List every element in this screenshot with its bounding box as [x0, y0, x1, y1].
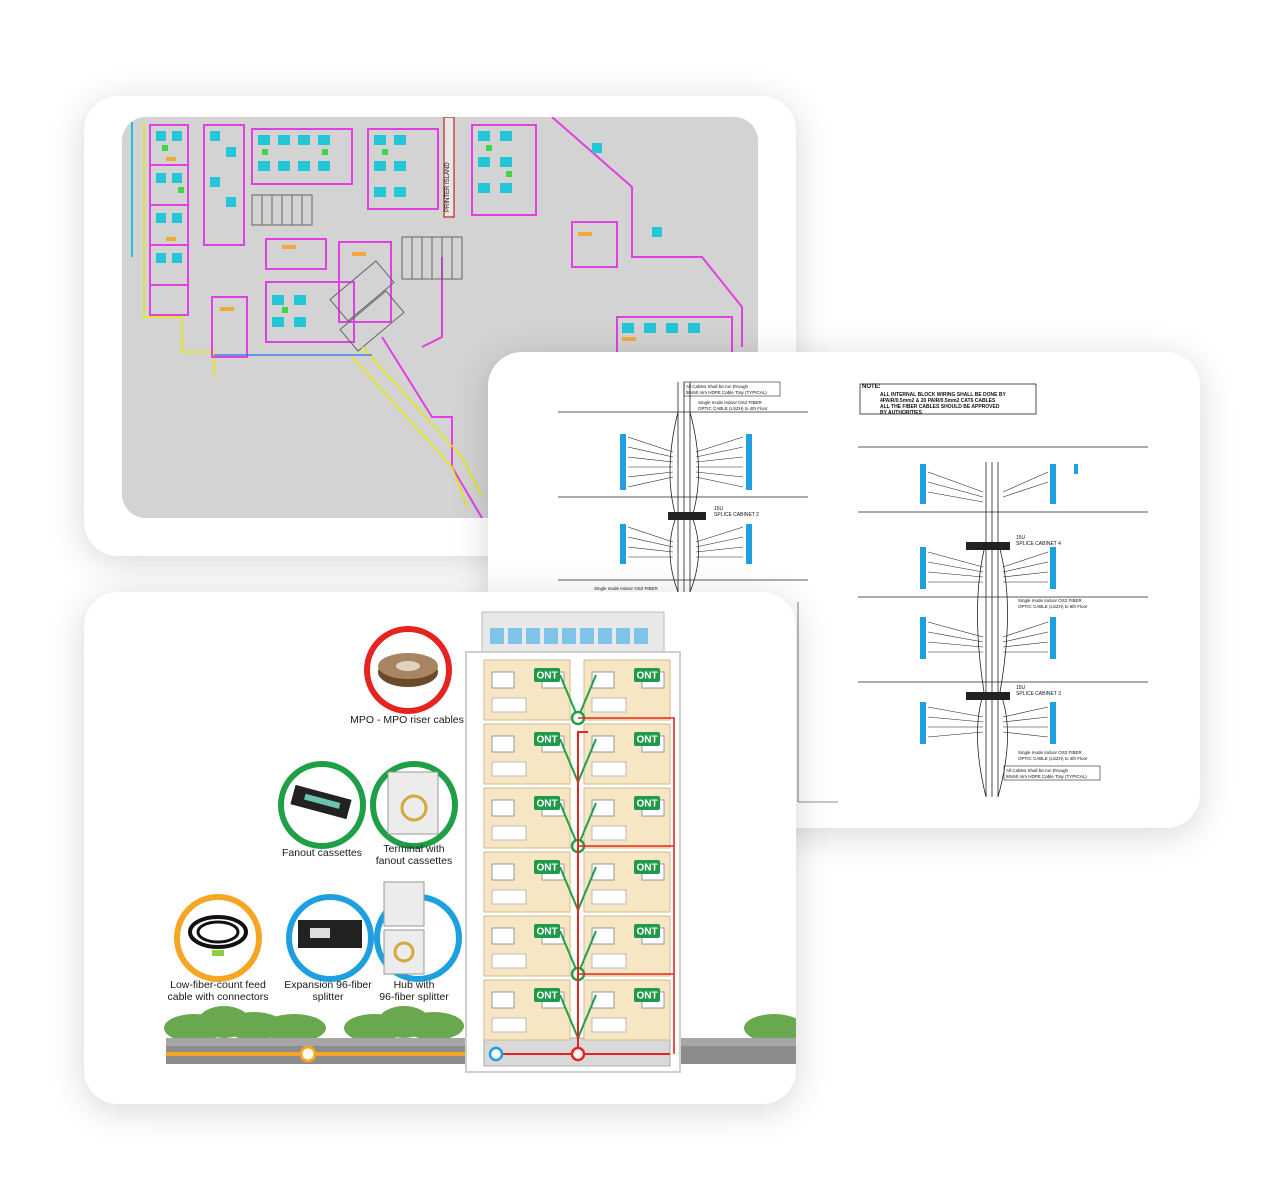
tv-icon [591, 927, 615, 945]
sofa-icon [591, 761, 627, 777]
tv-icon [491, 863, 515, 881]
fiber-label-mid: Single mode Indoor OS2 FIBER [594, 586, 659, 591]
cable-note-bottom: All Cables Shall be run through [1006, 768, 1069, 773]
sofa-icon [591, 825, 627, 841]
fiber-label-top: Single mode Indoor OS2 FIBER [698, 400, 763, 405]
mpo-riser-cable-icon [364, 626, 452, 714]
terminal-icon [370, 761, 458, 849]
ont-label: ONT [536, 863, 557, 874]
ont-badge [534, 732, 560, 746]
hub-splitter-icon [374, 881, 462, 982]
floorplan-card: PRINTER ISLAND [84, 96, 796, 556]
fiber-label-r1b: OPTIC CABLE (LSZH) to 6th Floor [1018, 604, 1088, 609]
ont-badge [534, 796, 560, 810]
expansion-splitter-icon [286, 894, 374, 982]
terminal-label-2: fanout cassettes [376, 855, 452, 867]
floors-group: ONT ONT ONT ONT ONT ONT ONT ONT ONT ONT ONT ONT [483, 659, 671, 1041]
splice-cabinet-4-box [966, 542, 1010, 550]
ont-badge [534, 988, 560, 1002]
tv-icon [491, 735, 515, 753]
ont-label: ONT [536, 735, 557, 746]
ont-badge [634, 860, 660, 874]
fiber-label-r2: Single mode Indoor OS2 FIBER [1018, 750, 1083, 755]
tv-icon [491, 799, 515, 817]
ont-badge [534, 924, 560, 938]
sofa-icon [591, 1017, 627, 1033]
cable-note-top: All Cables Shall be run through [686, 384, 749, 389]
ont-badge [634, 988, 660, 1002]
tv-icon [491, 991, 515, 1009]
network-svg: ONT ONT ONT ONT ONT ONT ONT ONT ONT ONT ONT ONT [164, 611, 796, 1073]
cable-note-top-2: 50x50 mm HDPE Cable Tray (TYPICAL) [686, 390, 767, 395]
tv-icon [591, 799, 615, 817]
expansion-label-2: splitter [313, 991, 344, 1003]
ont-badge [634, 924, 660, 938]
note-line-1: ALL INTERNAL BLOCK WIRING SHALL BE DONE … [880, 392, 1007, 398]
splice-cabinet-2-label: SPLICE CABINET 2 [714, 512, 759, 518]
fanout-cassette-icon [278, 761, 366, 849]
feed-node [299, 1045, 317, 1063]
u-label-2: 15U [714, 506, 724, 512]
u-label-4: 15U [1016, 535, 1026, 541]
feed-label-1: Low-fiber-count feed [170, 979, 266, 991]
hub-node [488, 1046, 504, 1062]
note-title: NOTE: [862, 384, 881, 390]
ont-badge [634, 668, 660, 682]
ont-badge [634, 732, 660, 746]
fanout-label: Fanout cassettes [282, 847, 362, 859]
note-line-4: BY AUTHORITIES [880, 410, 923, 416]
splice-cabinet-3-label: SPLICE CABINET 3 [1016, 691, 1061, 697]
network-diagram-card: ONT ONT ONT ONT ONT ONT ONT ONT ONT ONT ONT ONT [84, 592, 796, 1104]
ont-label: ONT [636, 671, 657, 682]
expansion-label-1: Expansion 96-fiber [284, 979, 372, 991]
note-line-2: 4PAIR/0.5mm2 & 20 PAIR/0.5mm2 CAT6 CABLE… [880, 398, 996, 404]
tv-icon [491, 671, 515, 689]
riser-node [570, 1046, 586, 1062]
sofa-icon [491, 825, 527, 841]
ont-label: ONT [636, 863, 657, 874]
mpo-label: MPO - MPO riser cables [350, 714, 464, 726]
feed-label-2: cable with connectors [168, 991, 269, 1003]
tv-icon [591, 863, 615, 881]
splice-cabinet-3-box [966, 692, 1010, 700]
feed-cable-icon [174, 894, 262, 982]
terminal-label-1: Terminal with [383, 843, 444, 855]
ont-label: ONT [636, 991, 657, 1002]
u-label-3: 15U [1016, 685, 1026, 691]
tv-icon [591, 735, 615, 753]
sofa-icon [591, 697, 627, 713]
hub-label-1: Hub with [394, 979, 435, 991]
splice-cabinet-4-label: SPLICE CABINET 4 [1016, 541, 1061, 547]
ont-badge [534, 668, 560, 682]
cable-note-bottom-2: 50x50 mm HDPE Cable Tray (TYPICAL) [1006, 774, 1087, 779]
sofa-icon [491, 761, 527, 777]
fiber-label-r2b: OPTIC CABLE (LSZH) to 4th Floor [1018, 756, 1088, 761]
sofa-icon [491, 889, 527, 905]
note-line-3: ALL THE FIBER CABLES SHOULD BE APPROVED [880, 404, 1000, 410]
splice-cabinet-2-box [668, 512, 706, 520]
hub-label-2: 96-fiber splitter [379, 991, 449, 1003]
tv-icon [591, 991, 615, 1009]
tv-icon [591, 671, 615, 689]
fiber-label-r1: Single mode Indoor OS2 FIBER [1018, 598, 1083, 603]
ont-label: ONT [636, 799, 657, 810]
sofa-icon [491, 1017, 527, 1033]
ont-label: ONT [536, 671, 557, 682]
riser-svg: 15U SPLICE CABINET 2 All Cables Shall be… [558, 381, 1148, 803]
ont-label: ONT [536, 799, 557, 810]
ont-label: ONT [636, 735, 657, 746]
sofa-icon [491, 953, 527, 969]
sofa-icon [591, 953, 627, 969]
printer-island-label: PRINTER ISLAND [445, 162, 451, 212]
fiber-label-top-2: OPTIC CABLE (LSZH) to 4th Floor [698, 406, 768, 411]
ont-label: ONT [636, 927, 657, 938]
ont-badge [634, 796, 660, 810]
ont-badge [534, 860, 560, 874]
tv-icon [491, 927, 515, 945]
sofa-icon [491, 697, 527, 713]
sofa-icon [591, 889, 627, 905]
ont-label: ONT [536, 991, 557, 1002]
ont-label: ONT [536, 927, 557, 938]
